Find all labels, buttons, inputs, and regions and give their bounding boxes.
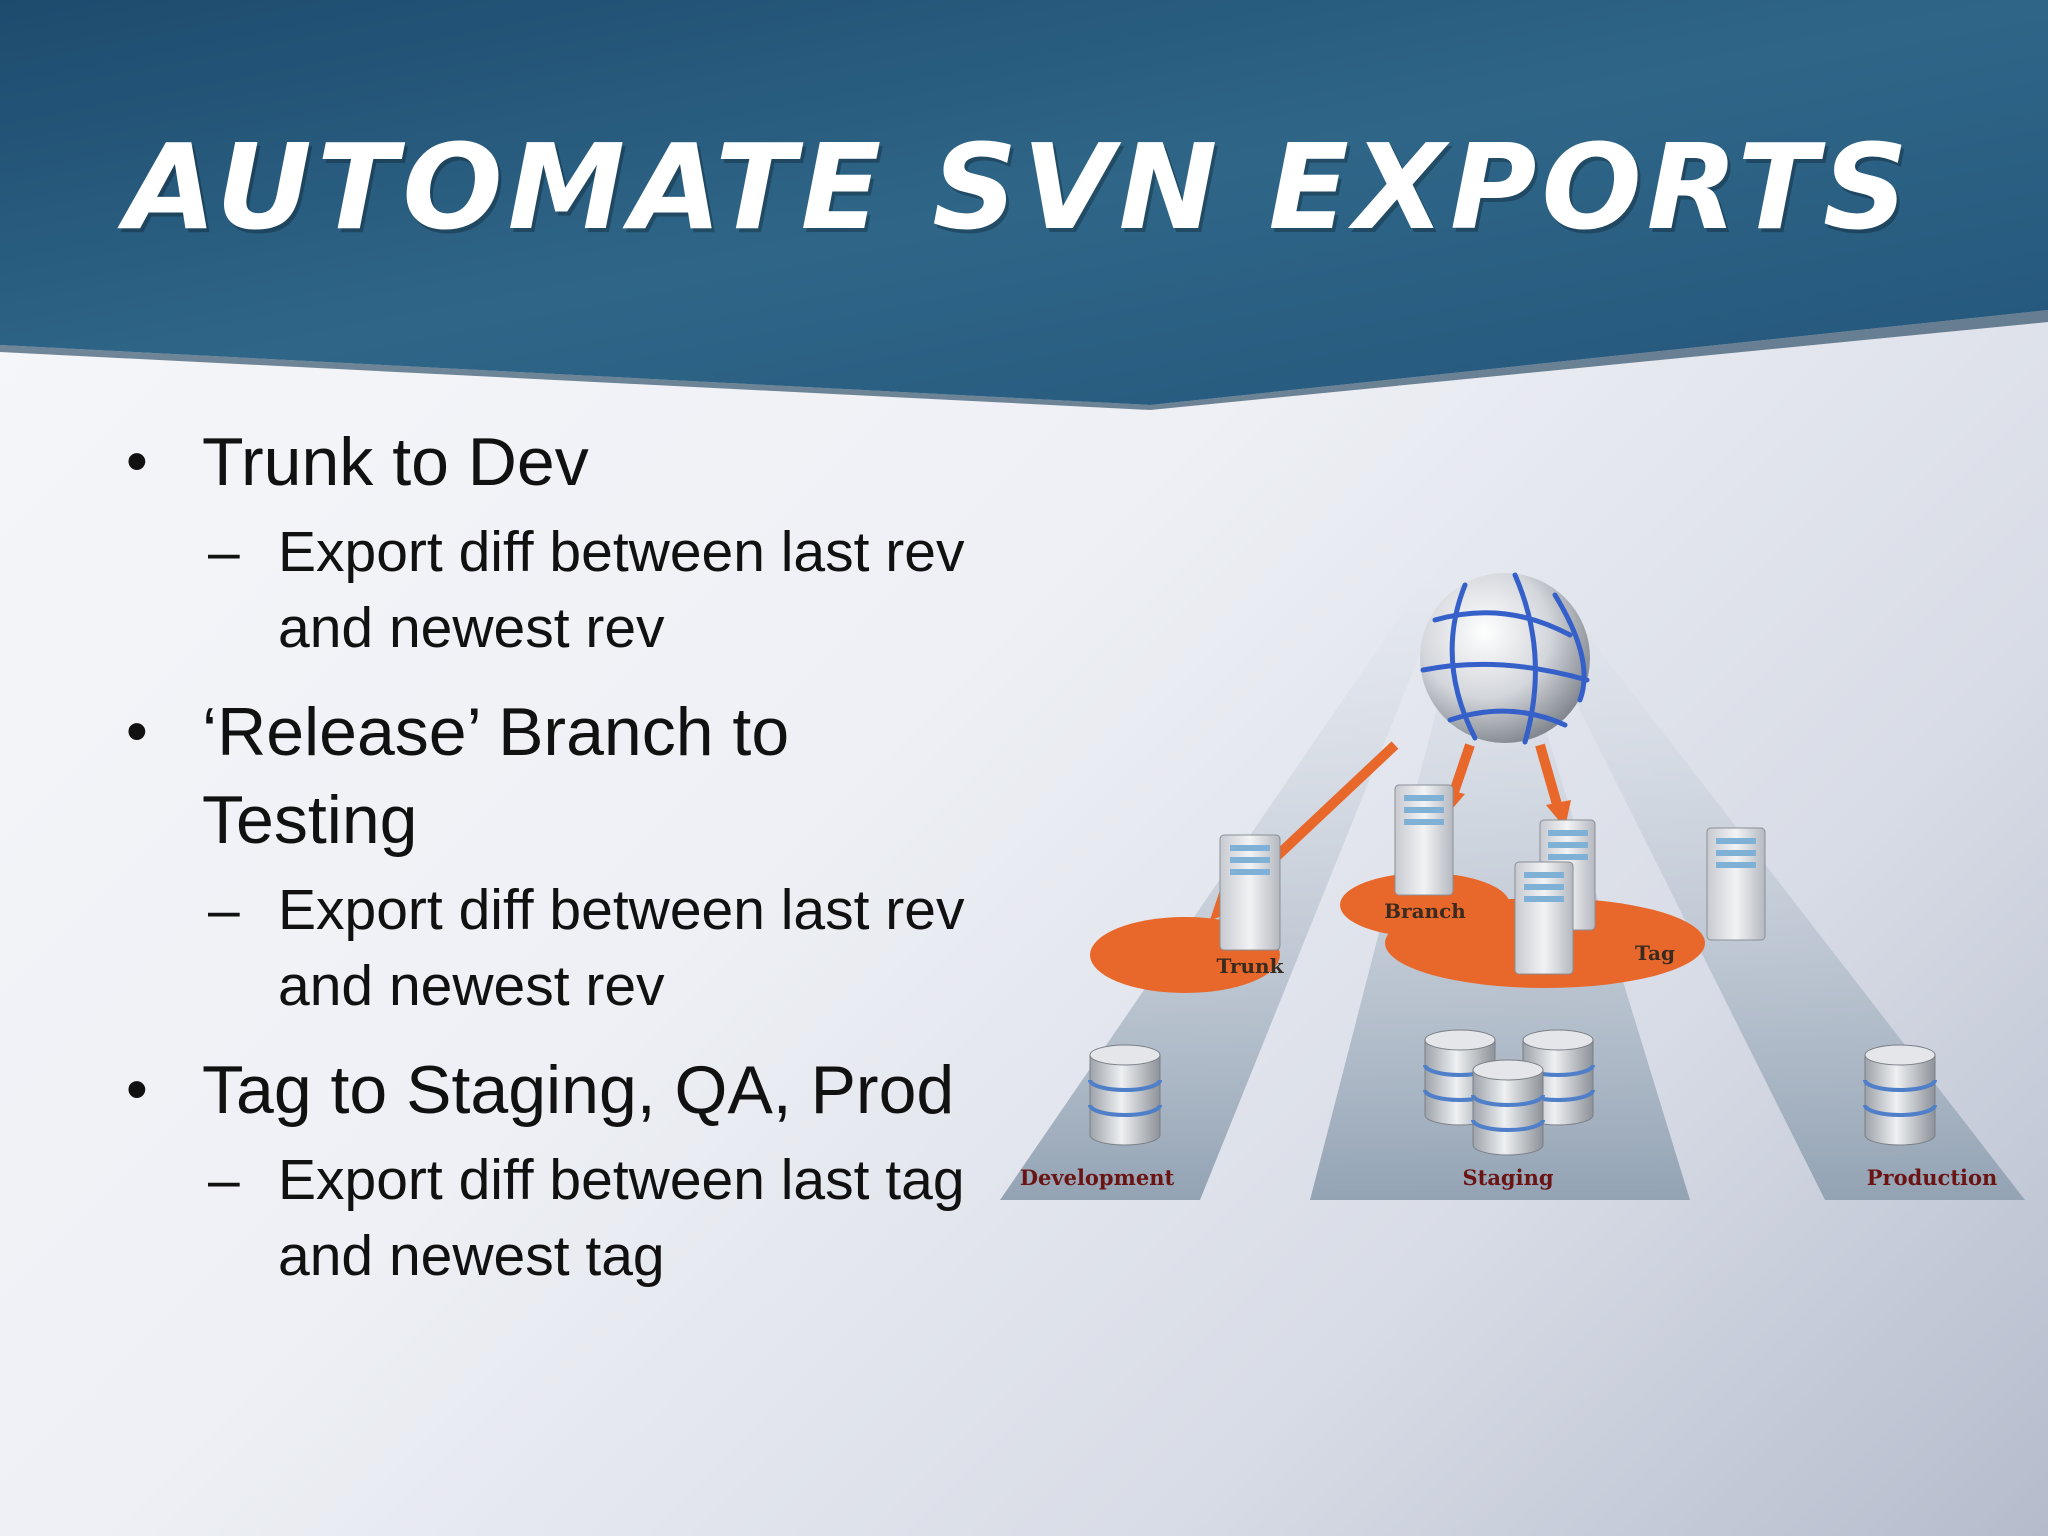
database-icon [1088, 1044, 1162, 1146]
server-icon [1514, 861, 1574, 975]
sub-bullet: Export diff between last tag and newest … [208, 1142, 1020, 1294]
database-icon [1471, 1059, 1545, 1156]
sub-list: Export diff between last rev and newest … [202, 872, 1020, 1024]
database-icon [1863, 1044, 1937, 1146]
header-band [0, 0, 2048, 410]
sub-list: Export diff between last tag and newest … [202, 1142, 1020, 1294]
trunk-label: Trunk [1217, 954, 1285, 978]
production-label: Production [1867, 1165, 1998, 1190]
bullet-item: Tag to Staging, QA, Prod Export diff bet… [120, 1046, 1020, 1294]
bullet-list: Trunk to Dev Export diff between last re… [120, 418, 1020, 1316]
svn-diagram: Trunk Branch Tag Development Staging Pro… [1000, 572, 2025, 1200]
server-icon [1706, 827, 1766, 941]
bullet-text: ‘Release’ Branch to Testing [202, 694, 790, 858]
staging-label: Staging [1462, 1165, 1553, 1190]
sub-bullet: Export diff between last rev and newest … [208, 514, 1020, 666]
slide-title: Automate SVN Exports [125, 118, 1913, 256]
branch-label: Branch [1384, 899, 1466, 923]
globe-icon [1420, 572, 1590, 745]
tag-label: Tag [1635, 941, 1675, 965]
bullet-item: Trunk to Dev Export diff between last re… [120, 418, 1020, 666]
sub-list: Export diff between last rev and newest … [202, 514, 1020, 666]
bullet-text: Tag to Staging, QA, Prod [202, 1052, 955, 1128]
server-icon [1394, 784, 1454, 896]
bullet-item: ‘Release’ Branch to Testing Export diff … [120, 688, 1020, 1024]
development-label: Development [1020, 1165, 1175, 1190]
bullet-text: Trunk to Dev [202, 424, 589, 500]
sub-bullet: Export diff between last rev and newest … [208, 872, 1020, 1024]
server-icon [1219, 834, 1281, 951]
